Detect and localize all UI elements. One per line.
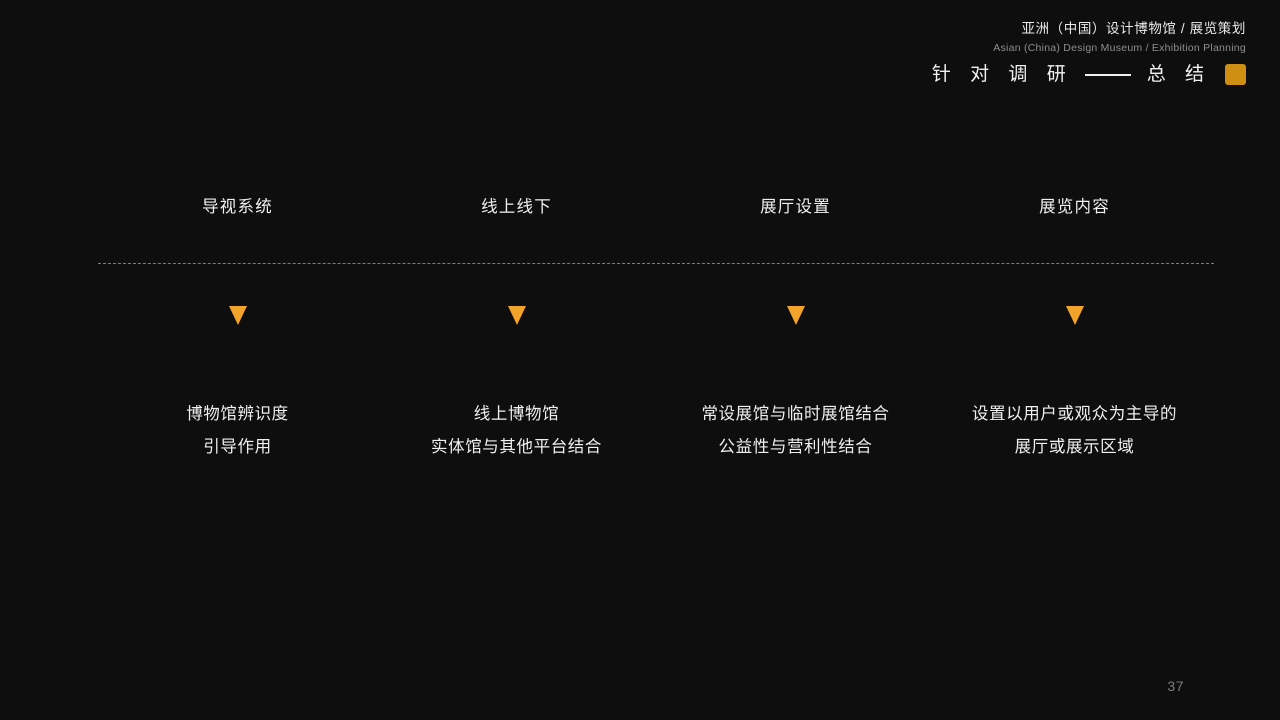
- column-heading-label: 展览内容: [1039, 198, 1110, 216]
- arrow-cell-2: [377, 306, 656, 325]
- column-body-1: 博物馆辨识度 引导作用: [98, 398, 377, 464]
- section-title-prefix: 针 对 调 研: [931, 64, 1073, 85]
- section-title-suffix: 总 结: [1146, 64, 1211, 85]
- down-triangle-icon: [786, 306, 805, 325]
- column-body-3: 常设展馆与临时展馆结合 公益性与营利性结合: [656, 398, 935, 464]
- column-body-line: 引导作用: [203, 438, 272, 456]
- down-triangle-icon: [1065, 306, 1084, 325]
- column-heading-4: 展览内容: [935, 196, 1214, 238]
- gold-square-swatch-icon: [1225, 64, 1246, 85]
- page-number: 37: [1167, 678, 1184, 694]
- column-body-line: 线上博物馆: [473, 405, 560, 423]
- column-heading-label: 导视系统: [202, 198, 273, 216]
- column-heading-label: 展厅设置: [760, 198, 831, 216]
- column-body-line: 实体馆与其他平台结合: [431, 438, 602, 456]
- column-body-4: 设置以用户或观众为主导的 展厅或展示区域: [935, 398, 1214, 464]
- arrow-cell-1: [98, 306, 377, 325]
- organization-name-en: Asian (China) Design Museum / Exhibition…: [993, 41, 1246, 54]
- column-body-2: 线上博物馆 实体馆与其他平台结合: [377, 398, 656, 464]
- column-headings-row: 导视系统 线上线下 展厅设置 展览内容: [98, 196, 1214, 238]
- column-heading-2: 线上线下: [377, 196, 656, 238]
- title-divider-rule: [1084, 73, 1131, 76]
- column-body-line: 博物馆辨识度: [186, 405, 289, 423]
- arrow-markers-row: [98, 306, 1214, 325]
- column-body-line: 常设展馆与临时展馆结合: [701, 405, 890, 423]
- column-bodies-row: 博物馆辨识度 引导作用 线上博物馆 实体馆与其他平台结合 常设展馆与临时展馆结合…: [98, 398, 1214, 464]
- section-title: 针 对 调 研 总 结: [932, 64, 1246, 85]
- down-triangle-icon: [507, 306, 526, 325]
- arrow-cell-3: [656, 306, 935, 325]
- down-triangle-icon: [228, 306, 247, 325]
- arrow-cell-4: [935, 306, 1214, 325]
- column-heading-1: 导视系统: [98, 196, 377, 238]
- column-heading-3: 展厅设置: [656, 196, 935, 238]
- slide-header: 亚洲（中国）设计博物馆 / 展览策划 Asian (China) Design …: [993, 22, 1246, 53]
- organization-name-cn: 亚洲（中国）设计博物馆 / 展览策划: [1021, 21, 1246, 36]
- dashed-divider: [98, 263, 1214, 264]
- column-body-line: 设置以用户或观众为主导的: [971, 405, 1178, 423]
- column-body-line: 公益性与营利性结合: [718, 438, 873, 456]
- column-body-line: 展厅或展示区域: [1014, 438, 1135, 456]
- column-heading-label: 线上线下: [481, 198, 552, 216]
